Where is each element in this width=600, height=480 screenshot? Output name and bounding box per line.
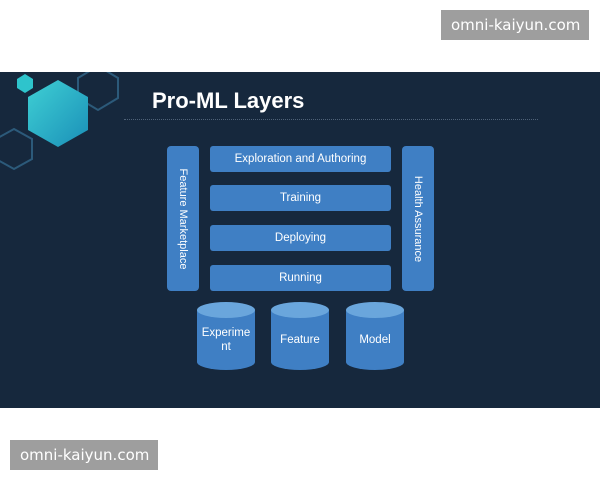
health-assurance-bar: Health Assurance <box>402 146 434 291</box>
watermark-top: omni-kaiyun.com <box>441 10 589 40</box>
feature-marketplace-bar: Feature Marketplace <box>167 146 199 291</box>
store-experiment-label: Experiment <box>201 327 251 353</box>
title-divider <box>124 119 538 120</box>
store-model: Model <box>346 302 404 370</box>
hexagon-large-icon <box>28 80 88 147</box>
layer-running: Running <box>210 265 391 291</box>
watermark-bottom: omni-kaiyun.com <box>10 440 158 470</box>
store-feature: Feature <box>271 302 329 370</box>
database-cylinder-icon <box>346 302 404 370</box>
hexagon-outline-left-icon <box>0 127 33 171</box>
layer-training: Training <box>210 185 391 211</box>
feature-marketplace-label: Feature Marketplace <box>177 168 189 269</box>
hexagon-outline-icon <box>77 72 119 112</box>
health-assurance-label: Health Assurance <box>412 175 424 262</box>
hexagon-small-icon <box>17 74 33 93</box>
layer-exploration-and-authoring: Exploration and Authoring <box>210 146 391 172</box>
diagram-title: Pro-ML Layers <box>152 88 305 113</box>
layer-deploying: Deploying <box>210 225 391 251</box>
store-model-label: Model <box>359 334 391 346</box>
database-cylinder-icon <box>271 302 329 370</box>
hexagon-decoration-icon <box>0 72 119 171</box>
slide: Pro-ML Layers Feature Marketplace Health… <box>0 72 600 408</box>
store-experiment: Experiment <box>197 302 255 370</box>
database-cylinder-icon <box>197 302 255 370</box>
store-feature-label: Feature <box>280 334 320 346</box>
